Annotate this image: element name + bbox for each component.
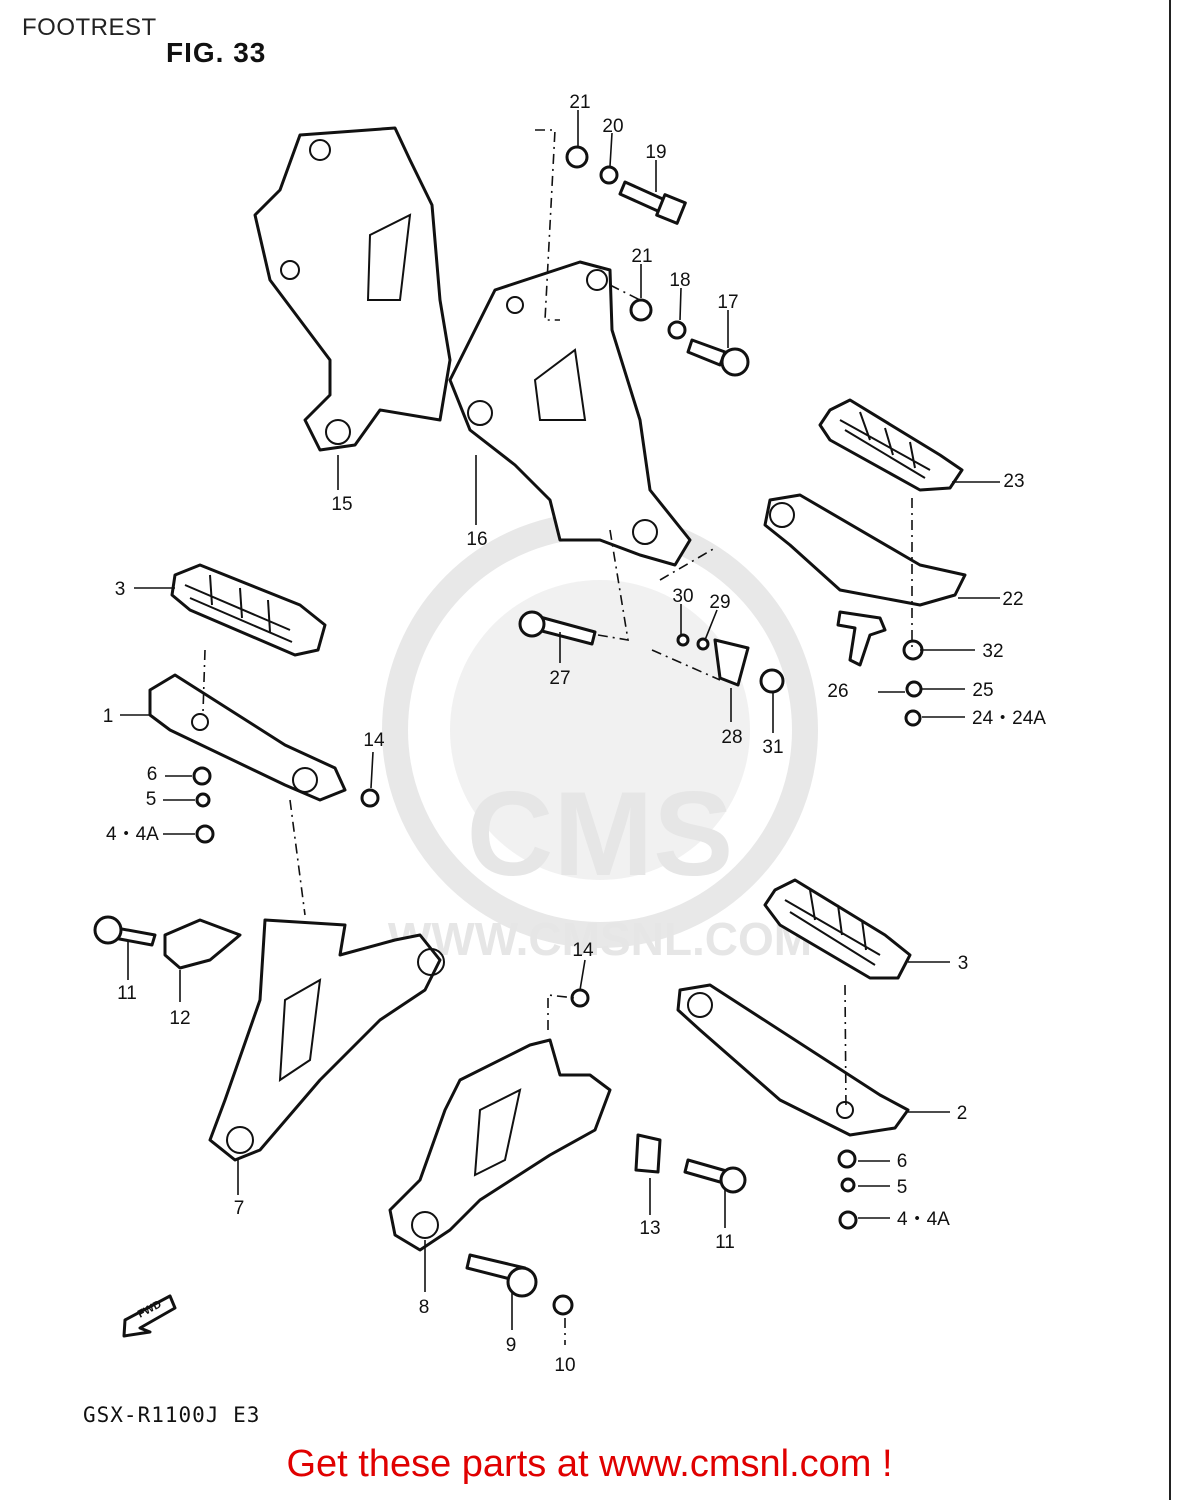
- callout-1: 1: [103, 706, 114, 727]
- callout-25: 25: [972, 680, 993, 701]
- footrest-bracket-left-15: [253, 126, 452, 452]
- washer-21: [565, 145, 589, 169]
- rubber-3-lower: [763, 878, 912, 980]
- model-code: GSX-R1100J E3: [83, 1403, 261, 1427]
- nut-31: [759, 668, 785, 694]
- bolt-head-27: [518, 610, 546, 638]
- lock-washer-25: [905, 680, 923, 698]
- hanger-right-8: [388, 1038, 612, 1252]
- callout-16: 16: [466, 529, 487, 550]
- bolt-head-17: [720, 347, 750, 377]
- bracket-hole: [467, 400, 493, 426]
- callout-24: 24・24A: [972, 708, 1046, 729]
- ball-29: [696, 637, 710, 651]
- watermark-url: WWW.CMSNL.COM: [388, 913, 812, 965]
- forward-arrow: FWD: [122, 1294, 177, 1338]
- callout-20: 20: [602, 116, 623, 137]
- callout-7: 7: [234, 1198, 245, 1219]
- callout-30: 30: [672, 586, 693, 607]
- callout-21-b: 21: [631, 246, 652, 267]
- bracket-hole: [632, 519, 658, 545]
- callout-11-right: 11: [715, 1232, 735, 1253]
- callout-3: 3: [115, 579, 126, 600]
- bracket-32: [836, 610, 887, 667]
- callout-13: 13: [639, 1218, 660, 1239]
- callout-22: 22: [1002, 589, 1023, 610]
- footpeg-2: [676, 983, 910, 1137]
- hanger-left-7: [208, 918, 442, 1162]
- callout-31: 31: [762, 737, 783, 758]
- washer-32: [902, 639, 924, 661]
- screw-24: [904, 709, 922, 727]
- callout-6: 6: [147, 764, 158, 785]
- callout-18: 18: [669, 270, 690, 291]
- cta-link-text[interactable]: Get these parts at www.cmsnl.com !: [286, 1443, 893, 1485]
- clip-14: [360, 788, 380, 808]
- callout-21: 21: [569, 92, 590, 113]
- callout-19: 19: [645, 142, 666, 163]
- bracket-hole: [586, 269, 608, 291]
- footpeg-1: [148, 673, 347, 802]
- plate-13: [634, 1133, 662, 1174]
- callout-29: 29: [709, 592, 730, 613]
- bracket-hole: [506, 296, 524, 314]
- callout-17: 17: [717, 292, 738, 313]
- bracket-hole: [280, 260, 300, 280]
- callout-4-4a-lower: 4・4A: [897, 1209, 950, 1230]
- rubber-3: [170, 563, 327, 657]
- clip-14-lower: [570, 988, 590, 1008]
- cap-10: [552, 1294, 574, 1316]
- callout-10: 10: [554, 1355, 575, 1376]
- callout-12: 12: [169, 1008, 190, 1029]
- callout-6-lower: 6: [897, 1151, 908, 1172]
- callout-3-lower: 3: [958, 953, 969, 974]
- callout-14: 14: [363, 730, 385, 751]
- screw-4-lower: [838, 1210, 858, 1230]
- callout-5-lower: 5: [897, 1177, 908, 1198]
- washer-6: [192, 766, 212, 786]
- screw-4: [195, 824, 215, 844]
- footrest-bracket-right-16: [448, 260, 692, 567]
- bolt-17: [686, 338, 727, 367]
- callout-8: 8: [419, 1297, 430, 1318]
- lock-washer-20: [599, 165, 619, 185]
- callout-4-4a: 4・4A: [106, 824, 159, 845]
- bolt-head-11: [93, 915, 123, 945]
- callout-14-lower: 14: [572, 940, 594, 961]
- callout-27: 27: [549, 668, 570, 689]
- callout-26: 26: [827, 681, 848, 702]
- callout-9: 9: [506, 1335, 517, 1356]
- section-title: FOOTREST: [22, 14, 157, 41]
- callout-11: 11: [117, 983, 137, 1004]
- washer-6-lower: [837, 1149, 857, 1169]
- bracket-hole: [325, 419, 351, 445]
- callout-28: 28: [721, 727, 742, 748]
- lock-washer-5-lower: [840, 1177, 856, 1193]
- washer-21: [629, 298, 653, 322]
- plate-28: [713, 638, 750, 687]
- bolt-head-9: [506, 1266, 538, 1298]
- watermark: CMS WWW.CMSNL.COM: [382, 512, 818, 965]
- callout-5: 5: [146, 789, 157, 810]
- callout-32: 32: [982, 641, 1003, 662]
- lock-washer-5: [195, 792, 211, 808]
- bracket-hole: [309, 139, 331, 161]
- lock-washer-18: [667, 320, 687, 340]
- bolt-head-19: [655, 193, 687, 225]
- callout-23: 23: [1003, 471, 1024, 492]
- callout-2: 2: [957, 1103, 968, 1124]
- watermark-logo: CMS: [467, 767, 734, 901]
- plate-12: [163, 918, 242, 970]
- callout-15: 15: [331, 494, 352, 515]
- bolt-head-11-right: [719, 1166, 747, 1194]
- figure-label: FIG. 33: [166, 37, 267, 68]
- exploded-parts-diagram: CMS WWW.CMSNL.COM: [93, 92, 1046, 1376]
- spring-30: [676, 633, 690, 647]
- footpeg-22: [763, 493, 967, 607]
